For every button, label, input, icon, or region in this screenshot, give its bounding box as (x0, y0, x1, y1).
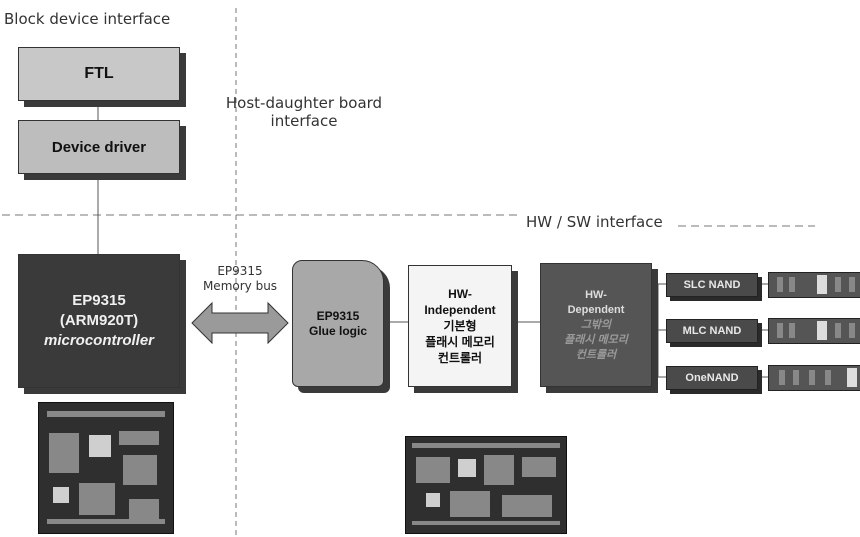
indep-line4: 플래시 메모리 (425, 334, 495, 350)
memory-bus-line2: Memory bus (195, 279, 285, 294)
glue-logic-box: EP9315 Glue logic (292, 260, 384, 387)
mlc-nand-module-image (768, 318, 860, 344)
device-driver-box: Device driver (18, 120, 180, 174)
glue-line2: Glue logic (309, 324, 367, 339)
ftl-label: FTL (84, 65, 113, 83)
memory-bus-line1: EP9315 (195, 264, 285, 279)
microcontroller-box: EP9315 (ARM920T) microcontroller (18, 254, 180, 388)
host-daughter-line1: Host-daughter board (204, 94, 404, 112)
device-driver-label: Device driver (52, 139, 146, 156)
glue-line1: EP9315 (317, 309, 360, 324)
host-board-photo (38, 402, 174, 534)
mlc-nand-box: MLC NAND (666, 319, 758, 343)
memory-bus-arrow (190, 300, 290, 346)
host-daughter-interface-label: Host-daughter board interface (204, 94, 404, 130)
dep-line3: 그밖의 (581, 318, 611, 333)
indep-line2: Independent (424, 302, 495, 318)
indep-line5: 컨트롤러 (438, 350, 482, 366)
host-daughter-line2: interface (204, 112, 404, 130)
dep-line5: 컨트롤러 (576, 348, 616, 363)
slc-nand-box: SLC NAND (666, 273, 758, 297)
slc-nand-module-image (768, 272, 860, 298)
hw-independent-controller-box: HW- Independent 기본형 플래시 메모리 컨트롤러 (408, 265, 512, 387)
indep-line1: HW- (448, 286, 472, 302)
hw-dependent-controller-box: HW- Dependent 그밖의 플래시 메모리 컨트롤러 (540, 263, 652, 387)
mcu-line3: microcontroller (44, 331, 154, 351)
hw-sw-interface-label: HW / SW interface (522, 213, 667, 231)
dep-line2: Dependent (568, 303, 625, 318)
ftl-box: FTL (18, 47, 180, 101)
dep-line1: HW- (585, 288, 607, 303)
mcu-line2: (ARM920T) (60, 311, 138, 331)
onenand-box: OneNAND (666, 366, 758, 390)
dep-line4: 플래시 메모리 (564, 333, 628, 348)
memory-bus-label: EP9315 Memory bus (195, 264, 285, 294)
mcu-line1: EP9315 (72, 291, 125, 311)
onenand-module-image (768, 365, 860, 391)
block-device-interface-label: Block device interface (4, 10, 170, 28)
indep-line3: 기본형 (443, 318, 476, 334)
daughter-board-photo (405, 436, 567, 534)
